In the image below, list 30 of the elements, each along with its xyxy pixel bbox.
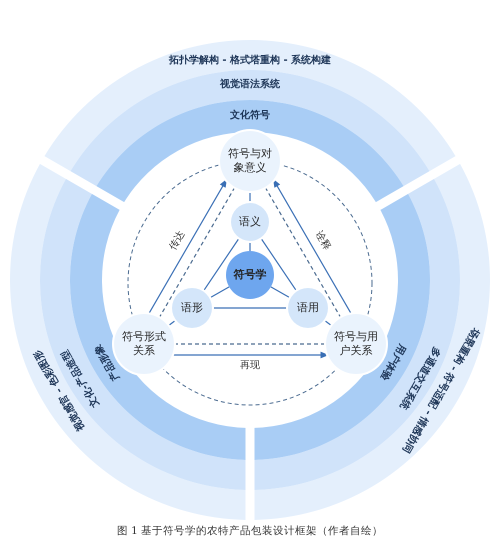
node-label: 语形: [181, 300, 203, 316]
node-label: 符号形式关系: [121, 330, 167, 358]
ring-label: 拓扑学解构 - 格式塔重构 - 系统构建: [168, 56, 332, 66]
concept-circle: [220, 131, 280, 191]
edge-label: 再现: [239, 361, 261, 371]
connector-line: [260, 237, 298, 292]
connector-line: [212, 307, 288, 309]
connector-line: [209, 286, 230, 299]
ring-label: 用户体验: [378, 342, 406, 382]
ring-label: 产品形象: [94, 342, 122, 382]
node-label: 符号与用户关系: [333, 330, 379, 358]
arrow: [273, 178, 352, 315]
node-label: 符号与对象意义: [227, 146, 273, 176]
node-label: 语用: [297, 300, 319, 316]
category-circle: [231, 203, 269, 241]
node-label: 语义: [239, 214, 261, 230]
connector-line: [158, 186, 236, 318]
ring-label: 视觉语法系统: [220, 80, 280, 90]
category-circle: [288, 288, 328, 328]
ring-label: 文化符号: [230, 111, 270, 121]
connector-line: [270, 286, 291, 299]
connector-line: [174, 343, 326, 345]
node-label: 符号学: [234, 268, 266, 282]
connector-line: [202, 237, 240, 292]
arrow: [148, 178, 227, 315]
figure-caption: 图 1 基于符号学的农特产品包装设计框架（作者自绘）: [116, 525, 384, 537]
connector-line: [264, 186, 342, 318]
arrow: [172, 352, 329, 358]
core-circle: [226, 251, 274, 299]
category-circle: [172, 288, 212, 328]
